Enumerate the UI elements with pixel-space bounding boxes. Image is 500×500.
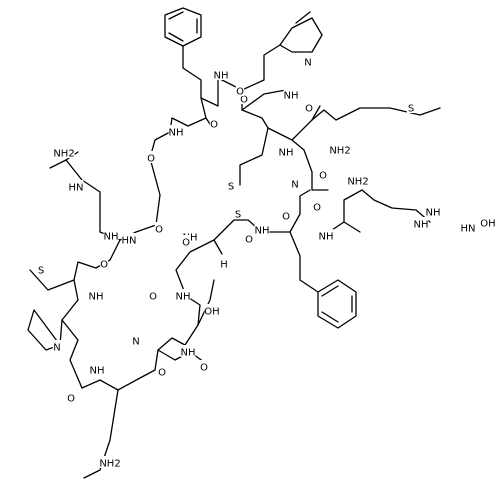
atom-label: NH (214, 68, 229, 82)
atom-label-text: O (100, 260, 108, 271)
atom-label: NH (181, 345, 196, 359)
atom-label: NH (414, 217, 429, 231)
atom-label-text: NH (90, 366, 105, 377)
atom-label: O (312, 200, 322, 214)
atom-label-text: NH (214, 71, 229, 82)
atom-label-text: NH (169, 128, 184, 139)
atom-label: HN (461, 221, 476, 235)
atom-label: O (244, 232, 254, 246)
atom-label: O (304, 101, 314, 115)
atom-label-text: N (132, 337, 139, 348)
atom-label: NH2 (347, 174, 369, 188)
atom-label-text: S (408, 104, 414, 115)
atom-label-text: NH2 (53, 149, 74, 160)
atom-label-text: O (245, 235, 253, 246)
atom-label: O (99, 257, 109, 271)
atom-label-text: O (200, 363, 208, 374)
atom-label: S (233, 207, 243, 221)
atom-label: HN (122, 233, 137, 247)
atom-label: O (281, 209, 291, 223)
atom-label-text: NH (426, 208, 441, 219)
atom-label: O (318, 168, 328, 182)
atom-label: N (303, 55, 313, 69)
atom-label: O (199, 360, 209, 374)
atom-label-text: S (38, 266, 44, 277)
atom-label-text: O (67, 394, 75, 405)
atom-label: NH (319, 229, 334, 243)
atom-label-text: NH (181, 348, 196, 359)
atom-label-text: NH2 (329, 146, 350, 157)
atom-label-text: O (155, 225, 163, 236)
atom-label-text: S (235, 210, 241, 221)
atom-label-text: NH (89, 292, 104, 303)
atom-label-text: O (182, 238, 190, 249)
atom-label-text: O (149, 292, 157, 303)
atom-label: N (290, 177, 300, 191)
bond-lines (27, 7, 441, 479)
atom-label-text: O (236, 87, 244, 98)
atom-label-text: N (304, 58, 311, 69)
atom-label: O (154, 222, 164, 236)
atom-label: NH (176, 289, 191, 303)
atom-label-text: NH (319, 232, 334, 243)
atom-label: NH (279, 145, 294, 159)
atom-label-text: NH (255, 226, 270, 237)
atom-label: N (131, 334, 141, 348)
atom-label: NH (169, 125, 184, 139)
atom-label: H (219, 257, 229, 271)
atom-label: O (146, 151, 156, 165)
atom-label-text: HN (69, 183, 84, 194)
atom-label-text: O (158, 368, 166, 379)
atom-label: NH (89, 289, 104, 303)
atom-label-text: NH (104, 232, 119, 243)
atom-label: NH (284, 88, 299, 102)
atom-label-text: NH2 (347, 177, 368, 188)
atom-label-text: NH (284, 91, 299, 102)
atom-label: N (52, 340, 62, 354)
atom-label-text: NH (176, 292, 191, 303)
atom-label: HN (69, 180, 84, 194)
atom-label-text: NH (414, 220, 429, 231)
atom-label: O (209, 117, 219, 131)
atom-label-text: N (291, 180, 298, 191)
atom-label: NH (255, 223, 270, 237)
atom-label: NH2 (329, 143, 351, 157)
atom-label: OH (204, 304, 220, 318)
atom-label-text: OH (204, 307, 219, 318)
atom-label-text: O (282, 212, 290, 223)
atom-label: O (157, 365, 167, 379)
atom-label: S (226, 179, 236, 193)
atom-label: NH2 (99, 456, 121, 470)
atom-label-text: O (147, 154, 155, 165)
atom-label-text: H (220, 260, 228, 271)
atom-label: S (36, 263, 46, 277)
atom-label: NH2 (53, 146, 75, 160)
atom-label-text: O (313, 203, 321, 214)
atom-label: O (239, 92, 249, 106)
atom-label-text: S (228, 182, 234, 193)
atom-label: O (235, 84, 245, 98)
atom-label: NH (104, 229, 119, 243)
atom-label: OH (480, 216, 496, 230)
atom-label-text: NH (279, 148, 294, 159)
atom-label-text: N (53, 343, 60, 354)
atom-label-text: O (319, 171, 327, 182)
atom-label-text: OH (480, 219, 495, 230)
atom-label: O (148, 289, 158, 303)
atom-label: O (181, 235, 191, 249)
atom-label: S (406, 101, 416, 115)
atom-label-text: NH2 (99, 459, 120, 470)
atom-label: O (66, 391, 76, 405)
atom-label: NH (426, 205, 441, 219)
atom-label-text: HN (461, 224, 476, 235)
atom-label-text: O (240, 95, 248, 106)
atom-label-text: O (210, 120, 218, 131)
atom-label-text: HN (122, 236, 137, 247)
atom-label: NH (90, 363, 105, 377)
atom-label-text: O (305, 104, 313, 115)
